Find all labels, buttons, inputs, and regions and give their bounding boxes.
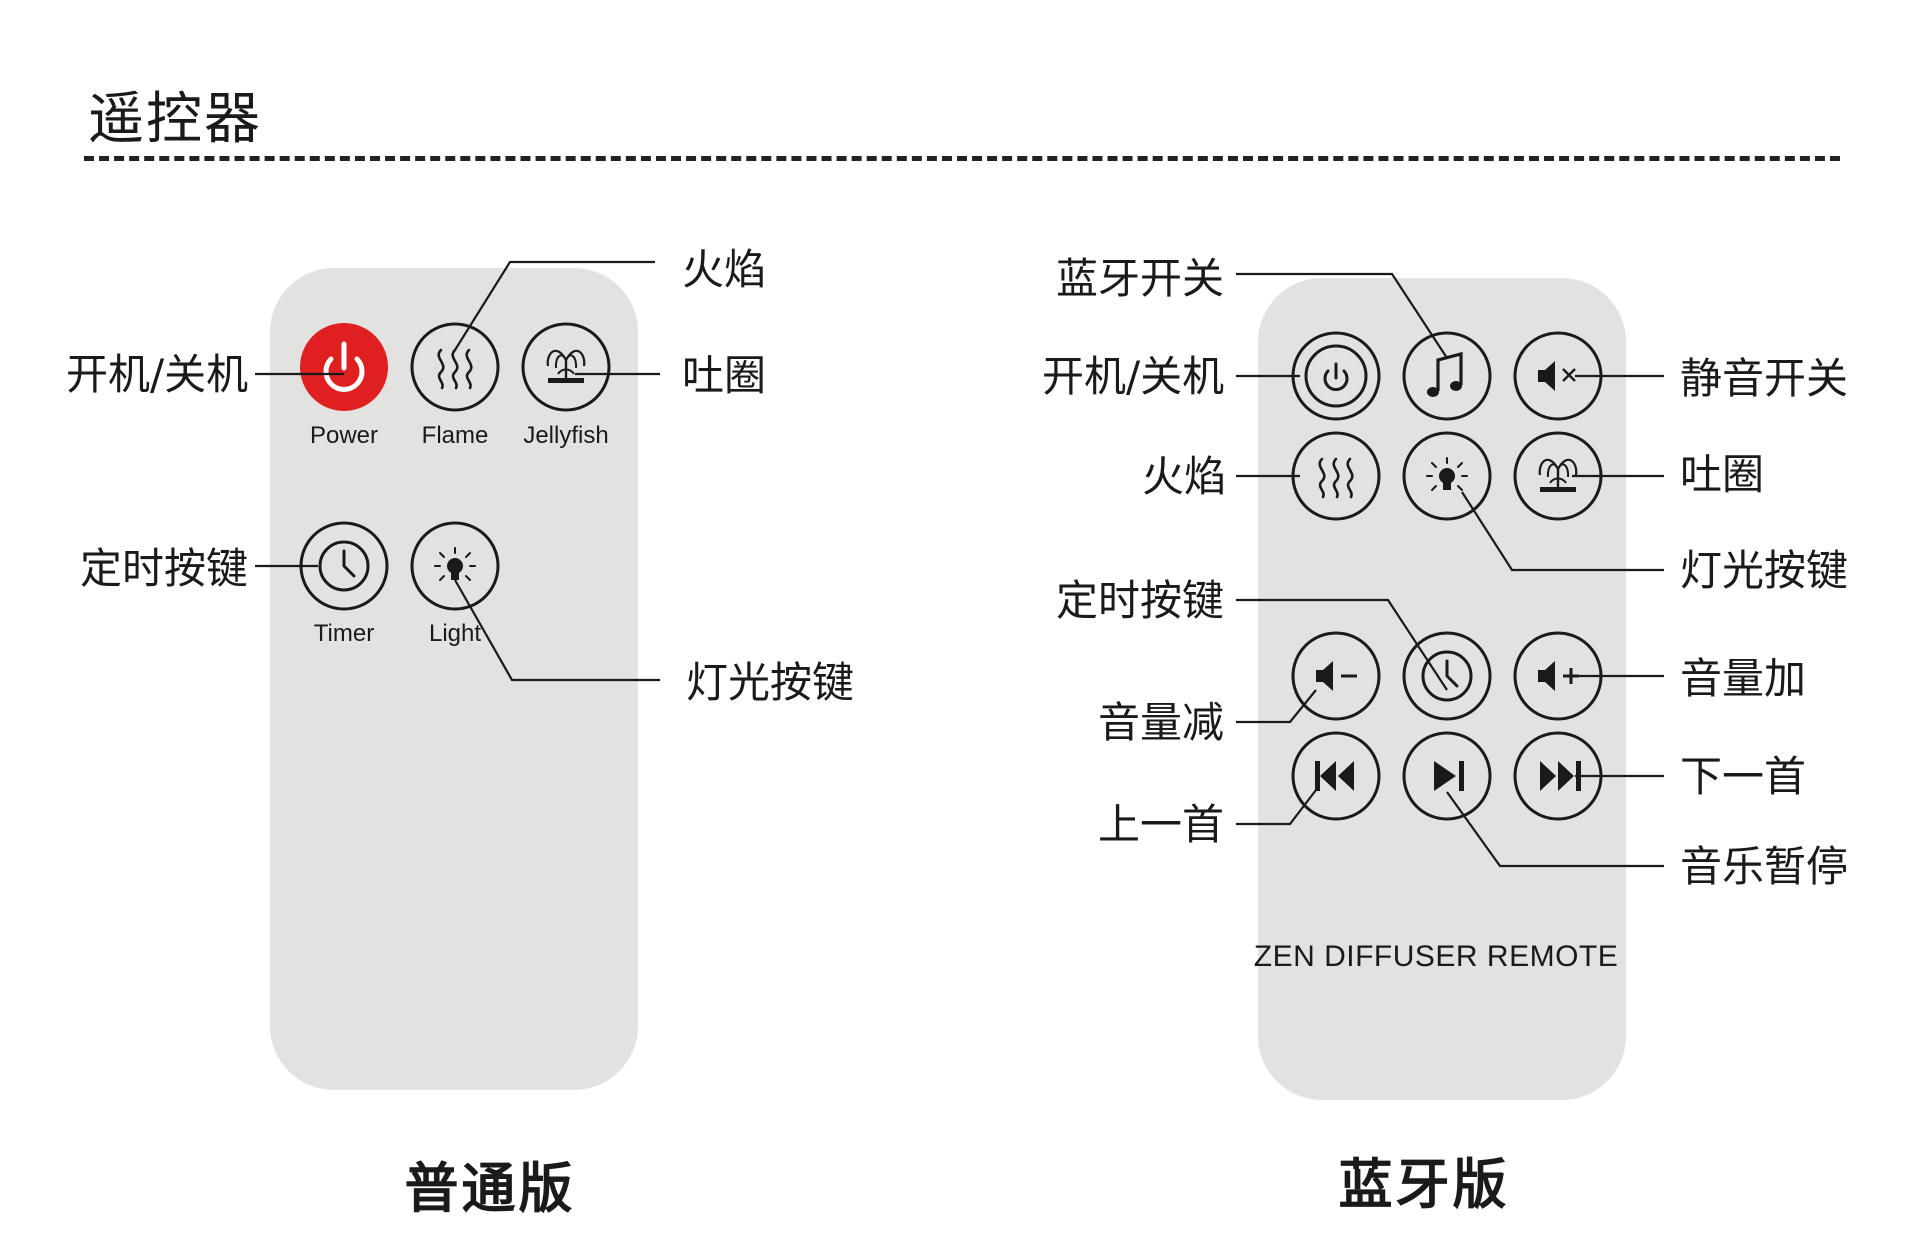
bt-volume-down-button[interactable]	[1291, 631, 1381, 721]
callout-jellyfish: 吐圈	[682, 351, 767, 400]
bt-power-button[interactable]	[1291, 331, 1381, 421]
callout-volume-up: 音量加	[1680, 654, 1807, 703]
callout-bluetooth-switch: 蓝牙开关	[1056, 254, 1225, 303]
mute-icon	[1538, 361, 1576, 391]
callout-power: 开机/关机	[66, 350, 249, 399]
timer-caption: Timer	[313, 620, 375, 647]
power-caption: Power	[309, 422, 379, 449]
standard-version-label: 普通版	[404, 1157, 576, 1220]
callout-previous: 上一首	[1098, 800, 1225, 849]
bt-light-button[interactable]	[1402, 431, 1492, 521]
standard-flame-button[interactable]	[410, 322, 500, 412]
callout-bt-power: 开机/关机	[1042, 352, 1225, 401]
standard-leader-lines	[255, 260, 660, 682]
callout-play-pause: 音乐暂停	[1680, 842, 1849, 891]
callout-flame: 火焰	[682, 245, 767, 294]
callout-bt-flame: 火焰	[1142, 452, 1227, 501]
previous-track-icon	[1315, 761, 1354, 791]
power-icon	[1323, 362, 1349, 391]
bt-timer-button[interactable]	[1402, 631, 1492, 721]
standard-jellyfish-button[interactable]	[521, 322, 611, 412]
bt-previous-button[interactable]	[1291, 731, 1381, 821]
bluetooth-version-label: 蓝牙版	[1338, 1153, 1510, 1216]
standard-light-button[interactable]	[410, 521, 500, 611]
light-caption: Light	[428, 620, 482, 647]
play-pause-icon	[1434, 761, 1464, 791]
bluetooth-leader-lines	[1236, 272, 1664, 868]
callout-next: 下一首	[1680, 752, 1807, 801]
bluetooth-remote-body	[1258, 278, 1626, 1100]
page-title: 遥控器	[88, 87, 262, 152]
bluetooth-remote-brand: ZEN DIFFUSER REMOTE	[1253, 940, 1619, 973]
standard-remote-body	[270, 268, 638, 1090]
bt-bluetooth-button[interactable]	[1402, 331, 1492, 421]
callout-bt-jellyfish: 吐圈	[1680, 450, 1765, 499]
volume-down-icon	[1316, 661, 1357, 691]
callout-timer: 定时按键	[80, 544, 249, 593]
bt-play-pause-button[interactable]	[1402, 731, 1492, 821]
callout-light: 灯光按键	[686, 658, 855, 707]
flame-caption: Flame	[421, 422, 489, 449]
standard-power-button[interactable]	[300, 323, 388, 411]
callout-mute: 静音开关	[1680, 354, 1849, 403]
jellyfish-caption: Jellyfish	[523, 422, 609, 449]
callout-bt-light: 灯光按键	[1680, 546, 1849, 595]
title-divider	[84, 156, 1840, 161]
callout-volume-down: 音量减	[1098, 698, 1225, 747]
power-icon	[323, 341, 365, 392]
music-note-icon	[1427, 351, 1463, 397]
callout-bt-timer: 定时按键	[1056, 576, 1225, 625]
